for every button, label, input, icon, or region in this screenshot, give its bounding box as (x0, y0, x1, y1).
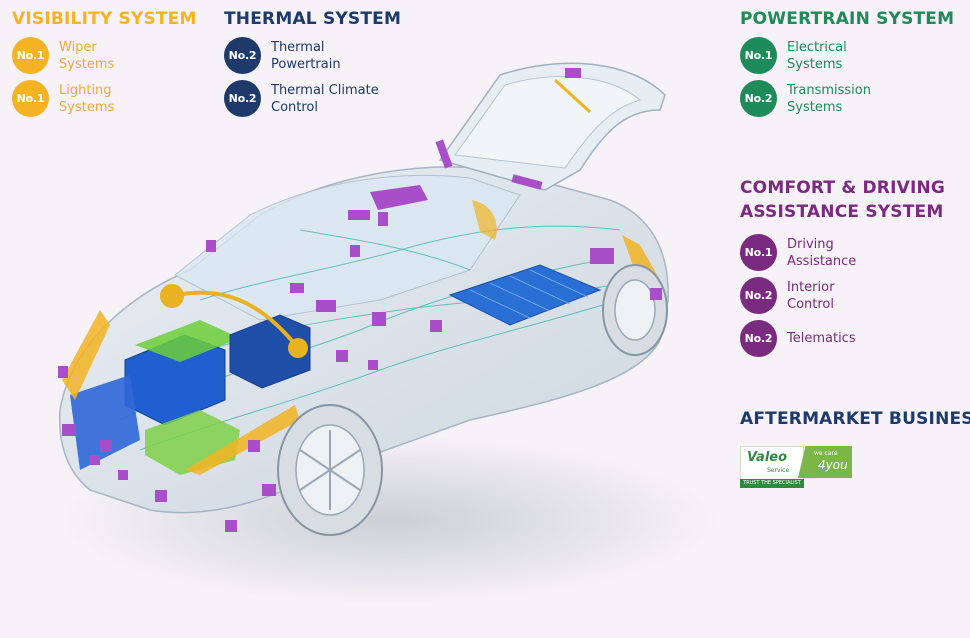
tailgate-strut-right (565, 68, 581, 78)
rear-wheel-arch-heater (472, 200, 497, 240)
rank-badge: No.2 (740, 320, 777, 357)
item-label: Thermal Climate Control (271, 82, 379, 115)
rank-badge: No.2 (224, 37, 261, 74)
powertrain-item-electrical: No.1 Electrical Systems (740, 37, 954, 74)
radiator (70, 375, 140, 470)
item-label: Transmission Systems (787, 82, 871, 115)
thermal-system-section: THERMAL SYSTEM No.2 Thermal Powertrain N… (224, 7, 401, 117)
battery-cells (469, 269, 589, 319)
front-wheel-spokes (299, 430, 361, 510)
item-label: Interior Control (787, 279, 835, 312)
comfort-title-line1: COMFORT & DRIVING (740, 178, 946, 198)
visibility-system-section: VISIBILITY SYSTEM No.1 Wiper Systems No.… (12, 7, 197, 117)
item-label: Telematics (787, 331, 856, 346)
powertrain-item-transmission: No.2 Transmission Systems (740, 80, 954, 117)
powertrain-system-title: POWERTRAIN SYSTEM (740, 9, 955, 29)
visibility-system-title: VISIBILITY SYSTEM (12, 9, 197, 29)
headlight-left (62, 310, 110, 400)
item-label: Lighting Systems (59, 82, 115, 115)
comfort-title-line2: ASSISTANCE SYSTEM (740, 202, 944, 222)
thermal-item-climate: No.2 Thermal Climate Control (224, 80, 401, 117)
item-label: Thermal Powertrain (271, 39, 341, 72)
valeo-service-logo: Valeo Service we care 4you TRUST THE SPE… (740, 446, 852, 488)
battery-pack (448, 264, 602, 326)
tailgate-strut-left (435, 139, 453, 169)
logo-service: Service (767, 467, 790, 474)
logo-tagline: TRUST THE SPECIALIST (740, 479, 804, 488)
engine-manifold (135, 320, 240, 362)
comfort-item-telematics: No.2 Telematics (740, 320, 945, 357)
rear-wheel-rim (614, 279, 656, 341)
item-label: Electrical Systems (787, 39, 847, 72)
rank-badge: No.1 (740, 234, 777, 271)
thermal-system-title: THERMAL SYSTEM (224, 9, 402, 29)
item-label: Wiper Systems (59, 39, 115, 72)
rank-badge: No.1 (12, 37, 49, 74)
comfort-driving-assistance-section: COMFORT & DRIVING ASSISTANCE SYSTEM No.1… (740, 176, 945, 357)
thermal-item-powertrain: No.2 Thermal Powertrain (224, 37, 401, 74)
item-label: Driving Assistance (787, 236, 857, 269)
comfort-item-driving: No.1 Driving Assistance (740, 234, 945, 271)
headlight-right (185, 405, 300, 475)
visibility-item-wiper: No.1 Wiper Systems (12, 37, 197, 74)
rank-badge: No.2 (224, 80, 261, 117)
car-tailgate-glass (454, 76, 642, 169)
tailgate-latch (511, 174, 543, 190)
logo-brand: Valeo (747, 450, 788, 465)
rear-wiper (553, 78, 592, 114)
logo-we-care: we care (814, 450, 838, 457)
rank-badge: No.1 (12, 80, 49, 117)
visibility-item-lighting: No.1 Lighting Systems (12, 80, 197, 117)
rank-badge: No.1 (740, 37, 777, 74)
logo-right-panel: we care 4you (798, 446, 852, 478)
powertrain-system-section: POWERTRAIN SYSTEM No.1 Electrical System… (740, 7, 954, 117)
sensors (58, 185, 662, 532)
comfort-item-interior: No.2 Interior Control (740, 277, 945, 314)
aftermarket-title: AFTERMARKET BUSINESS (740, 409, 970, 429)
rank-badge: No.2 (740, 80, 777, 117)
coolant-pipe (171, 290, 300, 350)
aftermarket-business-section: AFTERMARKET BUSINESS (740, 407, 970, 431)
climate-module (229, 314, 311, 389)
logo-4you: 4you (818, 458, 848, 472)
car-cabin-glass (174, 174, 521, 321)
rank-badge: No.2 (740, 277, 777, 314)
